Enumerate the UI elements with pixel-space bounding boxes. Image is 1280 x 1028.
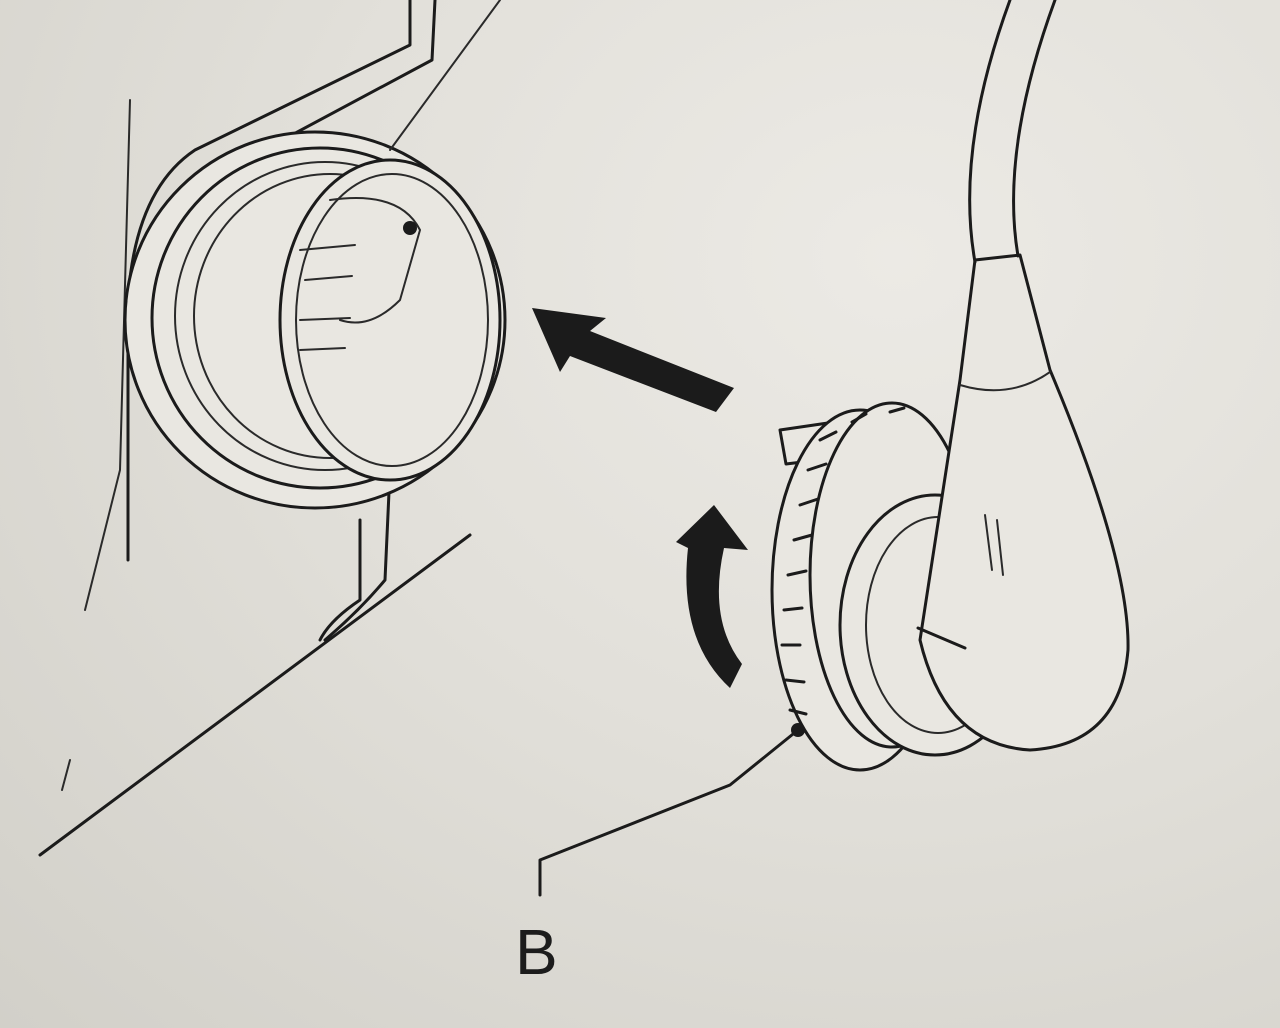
latch-pin-icon	[403, 221, 417, 235]
bobbin-case-housing	[123, 0, 507, 510]
bobbin-case	[770, 0, 1130, 772]
insert-arrow-icon	[532, 308, 734, 412]
callout-leader	[538, 728, 800, 897]
rotate-arrow-icon	[676, 505, 748, 688]
knurl-marks	[780, 406, 906, 716]
callout-label-b: B	[515, 916, 558, 988]
